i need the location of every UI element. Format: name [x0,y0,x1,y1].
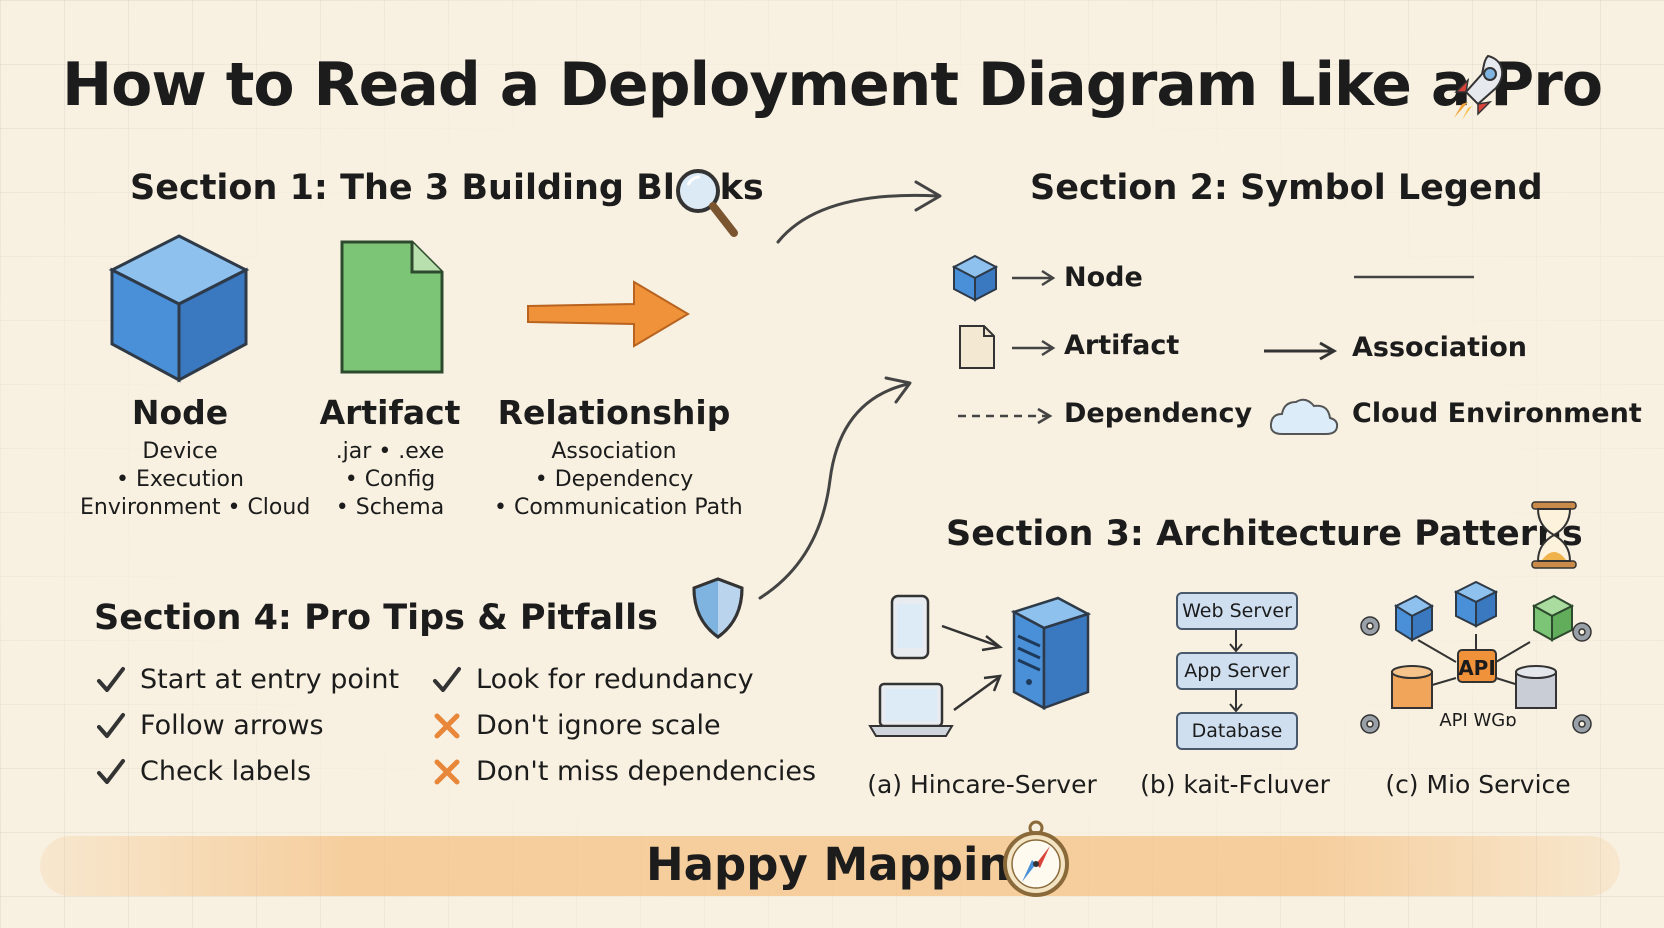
block-node-title: Node [131,393,229,432]
cross-icon [434,713,460,738]
block-relationship-line: • Communication Path [494,495,743,520]
gear-icon [1360,616,1592,734]
block-artifact-line: • Schema [335,495,445,520]
legend-node-label: Node [1064,262,1143,293]
phone-icon [890,594,930,660]
footer-text: Happy Mapping! [646,838,1064,891]
block-relationship-line: • Dependency [534,467,694,492]
check-icon [97,758,125,784]
tip-right-1: Don't ignore scale [432,710,721,741]
stack-database: Database [1176,712,1298,750]
check-icon [433,666,461,692]
laptop-icon [868,682,954,737]
block-node-line: Environment • Cloud [80,495,311,520]
api-caption: API WGɒ [1439,710,1517,731]
node-cube-icon [108,234,250,383]
client-server-pattern [868,594,1092,737]
cloud-icon [1269,398,1339,435]
check-icon [97,666,125,692]
legend-artifact-label: Artifact [1064,330,1180,361]
legend-artifact-icon [959,325,995,369]
database-orange-icon [1391,665,1433,709]
block-relationship: Relationship Association • Dependency • … [494,393,743,522]
block-artifact: Artifact .jar • .exe • Config • Schema [300,393,480,522]
section1-heading: Section 1: The 3 Building Blocks [130,168,764,208]
service-cube-icon [1393,594,1435,642]
arrow-down-icon [1229,630,1243,653]
footer-brush-stroke [40,836,1620,896]
block-node-line: • Execution [116,467,244,492]
compass-icon [1003,820,1069,897]
rocket-icon [1454,54,1504,120]
tip-left-1: Follow arrows [96,710,324,741]
pattern-caption-a: (a) Hincare-Server [867,770,1097,799]
service-cube-icon [1453,580,1499,628]
tip-text: Check labels [140,756,312,787]
database-grey-icon [1515,665,1557,709]
block-artifact-line: • Config [344,467,436,492]
legend-association-label: Association [1352,332,1527,363]
block-artifact-title: Artifact [319,393,461,432]
page-title: How to Read a Deployment Diagram Like a … [61,50,1603,120]
block-relationship-line: Association [551,439,677,464]
legend-node-icon [952,254,998,302]
block-node-line: Device [142,439,218,464]
dependency-dashed-arrow-icon [958,407,1053,425]
tip-text: Follow arrows [140,710,324,741]
microservice-pattern [1360,580,1592,734]
tip-right-0: Look for redundancy [432,664,754,695]
arrow-right-icon [1012,339,1056,357]
tip-left-2: Check labels [96,756,311,787]
service-cube-green-icon [1531,594,1575,642]
stack-app-server: App Server [1176,652,1298,690]
api-gateway-label: API [1458,656,1496,680]
tip-text: Don't ignore scale [476,710,721,741]
magnifier-icon [676,169,738,237]
block-artifact-line: .jar • .exe [335,439,445,464]
tip-text: Don't miss dependencies [476,756,817,787]
pattern-caption-c: (c) Mio Service [1385,770,1571,799]
relationship-arrow-icon [527,280,690,348]
arrow-right-icon [1012,269,1056,287]
legend-cloud-label: Cloud Environment [1352,398,1642,429]
tip-left-0: Start at entry point [96,664,399,695]
association-arrow-icon [1264,341,1338,361]
hourglass-icon [1531,501,1577,569]
arrow-down-icon [1229,690,1243,713]
tip-text: Look for redundancy [476,664,754,695]
tip-text: Start at entry point [140,664,400,695]
check-icon [97,712,125,738]
stack-web-server: Web Server [1176,592,1298,630]
tip-right-2: Don't miss dependencies [432,756,816,787]
server-icon [1010,596,1092,711]
section4-heading: Section 4: Pro Tips & Pitfalls [94,598,658,638]
artifact-document-icon [340,240,444,374]
section2-heading: Section 2: Symbol Legend [1030,168,1543,208]
section3-heading: Section 3: Architecture Patterns [946,514,1583,554]
legend-dependency-label: Dependency [1064,398,1253,429]
communication-line-icon [1354,275,1474,279]
block-node: Node Device • Execution Environment • Cl… [80,393,311,522]
block-relationship-title: Relationship [497,393,731,432]
shield-icon [692,577,744,639]
pattern-caption-b: (b) kait-Fcluver [1140,770,1330,799]
cross-icon [434,759,460,784]
